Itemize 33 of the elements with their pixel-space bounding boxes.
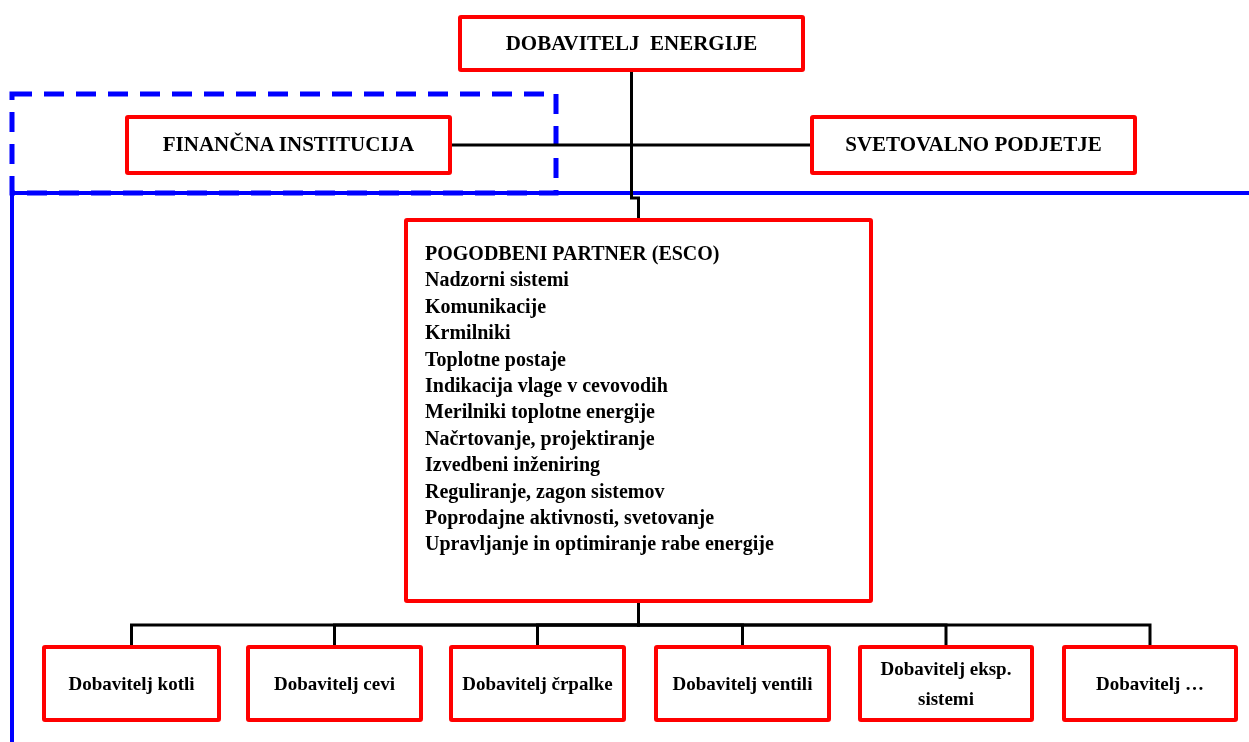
entity-name: Dobavitelj kotli [68,671,195,696]
entity-name: Dobavitelj črpalke [462,671,613,696]
connector-line [630,72,640,218]
box-heading: POGODBENI PARTNER (ESCO) [425,241,720,267]
entity-name: SVETOVALNO PODJETJE [845,131,1102,159]
service-item: Toplotne postaje [425,346,566,373]
entity-name: FINANČNA INSTITUCIJA [162,131,415,159]
service-item: Načrtovanje, projektiranje [425,425,655,452]
service-item: Upravljanje in optimiranje rabe energije [425,531,774,557]
entity-name: Dobavitelj ventili [672,671,813,696]
entity-box [458,15,805,72]
entity-name: DOBAVITELJ ENERGIJE [505,29,758,57]
partner-box [404,218,873,603]
service-item: Krmilniki [425,320,511,346]
entity-box [246,645,423,722]
entity-name: Dobavitelj … [1095,671,1205,696]
entity-name: Dobavitelj eksp. sistemi [879,656,1013,711]
entity-box [1062,645,1238,722]
service-item: Indikacija vlage v cevovodih [425,373,668,399]
entity-box [810,115,1137,175]
entity-box [42,645,221,722]
entity-box [125,115,452,175]
service-item: Poprodajne aktivnosti, svetovanje [425,505,715,531]
service-item: Nadzorni sistemi [425,267,569,293]
entity-box [858,645,1034,722]
connector-line [452,143,810,147]
service-item: Izvedbeni inženiring [425,452,600,478]
entity-name: Dobavitelj cevi [274,671,395,696]
service-item: Reguliranje, zagon sistemov [425,478,665,505]
entity-box [449,645,626,722]
service-item: Komunikacije [425,293,547,320]
service-item: Merilniki toplotne energije [425,399,655,425]
entity-box [654,645,831,722]
